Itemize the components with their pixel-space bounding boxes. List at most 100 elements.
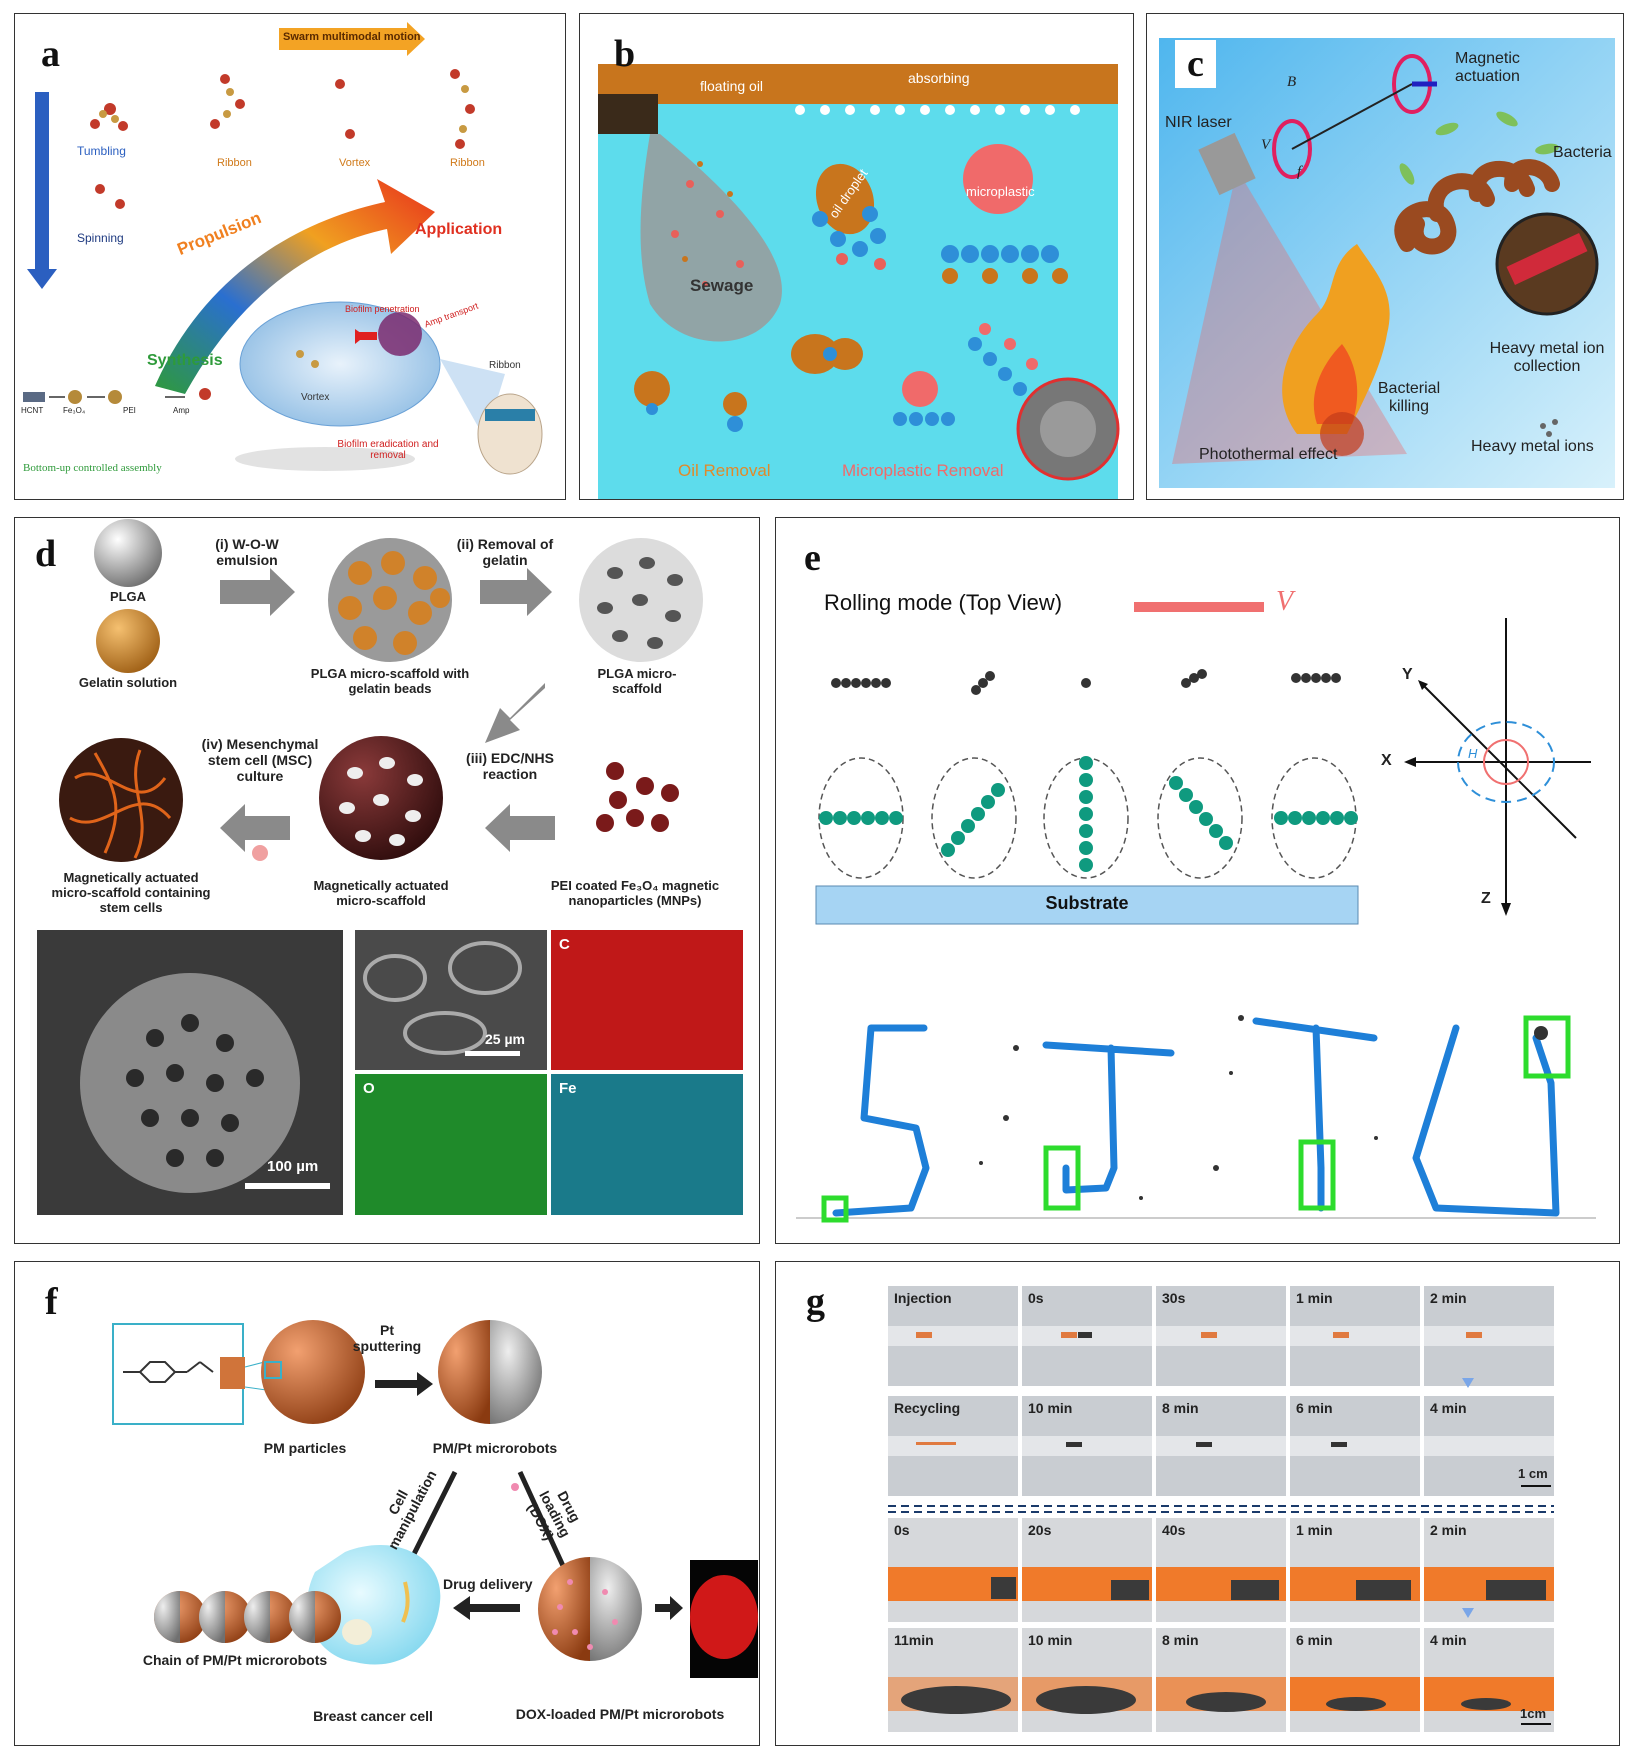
f-symbol: f [1297,164,1302,180]
eradication-label: Biofilm eradication and removal [337,439,439,461]
panel-f-graphic [112,1320,758,1678]
g-r2c1: Recycling [894,1400,961,1416]
panel-d: d PLGA Gelatin solution (i) W-O-W emulsi… [14,517,760,1244]
vortex-label-1: Vortex [339,157,371,169]
vortex-label-2: Vortex [301,392,330,403]
panel-c-label: c [1175,40,1216,88]
velocity-symbol: V [1276,586,1294,617]
swarm-label: Swarm multimodal motion [283,31,421,43]
ribbon-label-2: Ribbon [450,157,485,169]
fe3o4-label: Fe₃O₄ [63,406,86,415]
axis-z: Z [1481,890,1491,907]
g-r3c5: 2 min [1430,1522,1467,1538]
pei-label: PEI [123,406,136,415]
pt-sputtering-label: Pt sputtering [352,1322,422,1354]
plga-scaffold-label: PLGA micro-scaffold [597,666,677,696]
bacteria-label: Bacteria [1553,144,1612,161]
substrate-label: Substrate [1045,893,1129,913]
g-r3c2: 20s [1028,1522,1052,1538]
heavy-metal-collection-label: Heavy metal ion collection [1489,340,1605,375]
edx-map-fe: Fe [559,1080,577,1097]
absorbing-label: absorbing [908,70,970,86]
g-r2c4: 6 min [1296,1400,1333,1416]
step2-label: (ii) Removal of gelatin [456,536,554,568]
tumbling-label: Tumbling [77,144,126,158]
g-r4c2: 10 min [1028,1632,1073,1648]
bottom-up-label: Bottom-up controlled assembly [23,462,162,474]
microplastic-label: microplastic [966,184,1035,199]
panel-d-label: d [35,533,57,575]
g-r4c3: 8 min [1162,1632,1199,1648]
nir-laser-label: NIR laser [1165,114,1232,131]
step1-label: (i) W-O-W emulsion [215,536,279,568]
gelatin-label: Gelatin solution [78,675,178,690]
panel-c-graphic [1159,38,1615,488]
mag-stem-label: Magnetically actuated micro-scaffold con… [51,870,211,915]
pm-pt-label: PM/Pt microrobots [432,1440,558,1456]
panel-e: e Rolling mode (Top View) V Substrate Y … [775,517,1620,1244]
scale-100um: 100 µm [267,1158,319,1175]
ribbon-label-1: Ribbon [217,157,252,169]
panel-b-label: b [614,33,636,75]
hcnt-label: HCNT [21,406,44,415]
g-r3c1: 0s [894,1522,910,1538]
axis-h: H [1468,746,1478,761]
g-r3c4: 1 min [1296,1522,1333,1538]
dox-loaded-label: DOX-loaded PM/Pt microrobots [515,1706,725,1722]
panel-f: f Pt sputtering PM particles PM/Pt micro… [14,1261,760,1746]
g-r4c1: 11min [894,1632,934,1648]
g-scale-bottom: 1cm [1520,1706,1547,1721]
mnps-label: PEI coated Fe₃O₄ magnetic nanoparticles … [550,878,720,908]
floating-oil-label: floating oil [700,78,764,94]
panel-e-label: e [804,537,821,579]
panel-b-graphic [598,64,1120,499]
mag-scaffold-label: Magnetically actuated micro-scaffold [313,878,449,908]
sewage-label: Sewage [690,276,754,295]
step4-label: (iv) Mesenchymal stem cell (MSC) culture [201,736,319,784]
g-r1c5: 2 min [1430,1290,1467,1306]
panel-f-label: f [45,1281,58,1323]
oil-removal-label: Oil Removal [678,461,771,480]
amp-label: Amp [173,406,190,415]
biofilm-penetration-label: Biofilm penetration [345,304,420,314]
panel-a: a Swarm multimodal motion Multimodal mot… [14,13,566,500]
g-r1c2: 0s [1028,1290,1044,1306]
axis-y: Y [1402,666,1413,683]
ribbon-label-3: Ribbon [489,360,521,371]
pm-particles-label: PM particles [263,1440,347,1456]
application-label: Application [415,221,503,238]
vertical-label: Multimodal motion of single ro [54,113,66,260]
g-r1c3: 30s [1162,1290,1186,1306]
drug-delivery-label: Drug delivery [443,1576,533,1592]
photothermal-label: Photothermal effect [1199,446,1338,463]
g-r4c5: 4 min [1430,1632,1467,1648]
g-r2c5: 4 min [1430,1400,1467,1416]
panel-d-graphic [37,519,743,1215]
g-r1c4: 1 min [1296,1290,1333,1306]
chain-label: Chain of PM/Pt microrobots [142,1652,328,1668]
g-scale-top: 1 cm [1518,1466,1548,1481]
scaffold-beads-label: PLGA micro-scaffold with gelatin beads [310,666,470,696]
microplastic-removal-label: Microplastic Removal [842,461,1004,480]
synthesis-label: Synthesis [147,352,223,369]
panel-a-graphic [23,22,543,475]
v-symbol: V [1261,137,1271,153]
panel-a-label: a [41,33,60,75]
panel-g: g [775,1261,1620,1746]
step3-label: (iii) EDC/NHS reaction [466,750,554,782]
panel-b: b floating oil absorbing oil droplet mic… [579,13,1134,500]
g-r3c3: 40s [1162,1522,1186,1538]
panel-g-graphic [888,1286,1554,1732]
edx-map-o: O [363,1080,375,1097]
heavy-metal-ions-label: Heavy metal ions [1471,438,1594,455]
axis-x: X [1381,752,1392,769]
panel-c: c Magnetic actuation NIR laser Bacteria … [1146,13,1624,500]
panel-e-graphic [796,602,1596,1223]
g-r2c3: 8 min [1162,1400,1199,1416]
plga-label: PLGA [109,589,147,604]
bacterial-killing-label: Bacterial killing [1377,380,1441,415]
scale-25um: 25 µm [485,1031,525,1047]
g-r2c2: 10 min [1028,1400,1073,1416]
g-r4c4: 6 min [1296,1632,1333,1648]
g-r1c1: Injection [894,1290,952,1306]
